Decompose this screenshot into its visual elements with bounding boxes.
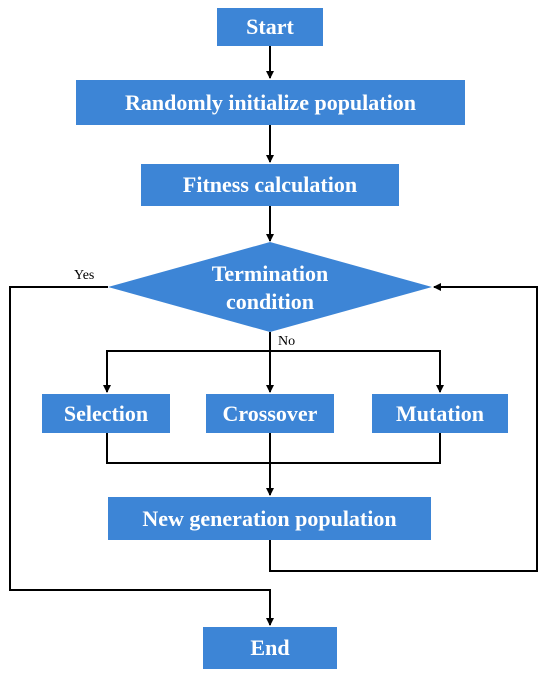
termination-condition-label: Termination condition: [170, 258, 370, 318]
termination-diamond: [108, 242, 432, 332]
new-generation-node: New generation population: [108, 497, 431, 540]
fitness-calculation-node: Fitness calculation: [141, 164, 399, 206]
arrow-yes-to-end: [9, 286, 274, 626]
start-node: Start: [217, 8, 323, 46]
termination-line-2: condition: [225, 289, 315, 314]
crossover-node: Crossover: [206, 394, 334, 433]
yes-label: Yes: [74, 268, 95, 283]
no-label: No: [278, 334, 296, 349]
mutation-node: Mutation: [372, 394, 508, 433]
arrow-loop-back: [269, 283, 538, 572]
end-node: End: [203, 627, 337, 669]
init-population-node: Randomly initialize population: [76, 80, 465, 125]
termination-line-1: Termination: [211, 261, 329, 286]
selection-node: Selection: [42, 394, 170, 433]
